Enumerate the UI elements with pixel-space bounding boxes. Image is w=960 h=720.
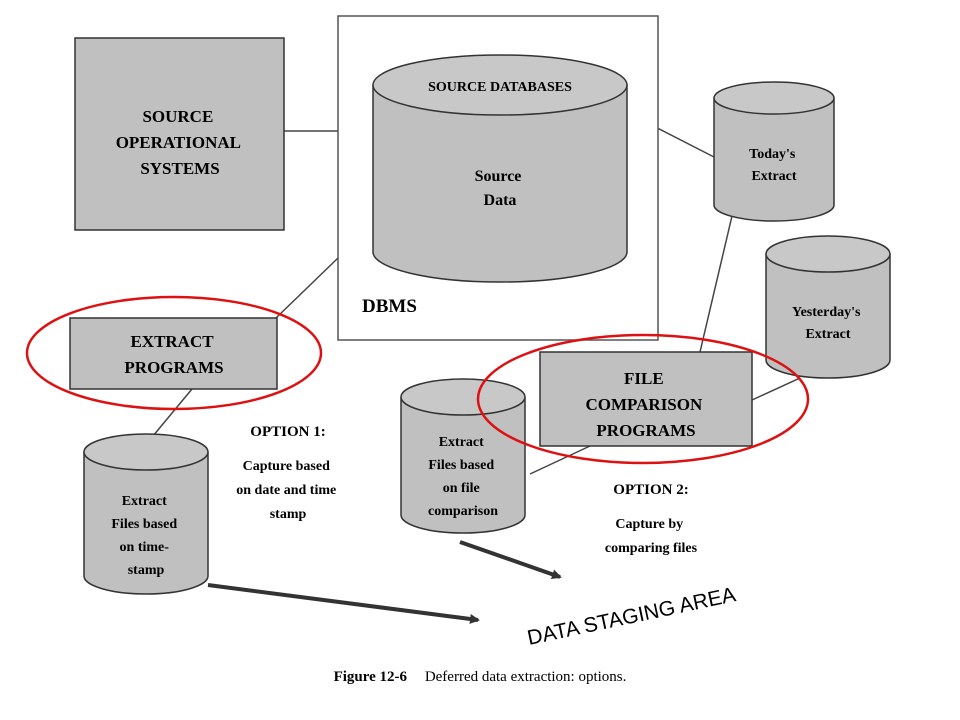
yesterdays-extract-cylinder: Yesterday's Extract xyxy=(765,235,891,379)
source-operational-line1: SOURCE xyxy=(142,107,213,126)
extract-files-ts-line3: on time- xyxy=(120,540,170,555)
highlight-file-comparison xyxy=(476,333,810,465)
option1: OPTION 1: Capture based on date and time… xyxy=(236,424,339,522)
option1-line3: stamp xyxy=(270,507,307,522)
source-operational-line2: OPERATIONAL xyxy=(116,133,241,152)
data-staging-area-label: DATA STAGING AREA xyxy=(525,583,738,650)
figure-caption: Figure 12-6 Deferred data extraction: op… xyxy=(334,669,627,685)
file-comparison-programs: FILE COMPARISON PROGRAMS xyxy=(539,351,753,447)
svg-text:Extract Files based: Extract Files based on file comparison xyxy=(428,435,498,519)
connector-filecomp-files xyxy=(529,445,591,475)
source-operational-line3: SYSTEMS xyxy=(140,159,219,178)
svg-text:Capture by comparing fil: Capture by comparing files xyxy=(605,517,698,556)
figure-caption-text: Deferred data extraction: options. xyxy=(425,669,627,685)
extract-files-fc-line4: comparison xyxy=(428,504,498,519)
connector-yesterdays-filecomp xyxy=(751,377,801,401)
highlight-extract-programs xyxy=(25,295,323,411)
connector-extract-programs-files xyxy=(147,388,193,443)
extract-files-ts-line2: Files based xyxy=(111,517,177,532)
svg-text:Extract Files based: Extract Files based on time- stamp xyxy=(111,494,180,578)
source-databases-cylinder: SOURCE DATABASES Source Data xyxy=(372,54,628,283)
connector-todays-filecomp xyxy=(699,215,733,353)
file-comparison-line1: FILE xyxy=(624,369,664,388)
extract-files-ts-line4: stamp xyxy=(128,563,165,578)
option2-title: OPTION 2: xyxy=(613,482,688,498)
yesterdays-extract-line2: Extract xyxy=(805,327,850,342)
svg-text:Today's Extract: Today's Extract xyxy=(749,147,799,184)
option1-line2: on date and time xyxy=(236,483,336,498)
extract-files-fc-line1: Extract xyxy=(439,435,484,450)
option2-line1: Capture by xyxy=(615,517,683,532)
extract-programs-line2: PROGRAMS xyxy=(124,358,223,377)
file-comparison-line3: PROGRAMS xyxy=(596,421,695,440)
svg-text:SOURCE OPERATIONAL: SOURCE OPERATIONAL SYSTEMS xyxy=(116,107,245,178)
svg-text:EXTRACT PROGRAMS: EXTRACT PROGRAMS xyxy=(124,332,223,377)
arrow-timestamp-to-staging xyxy=(207,583,480,624)
todays-extract-line1: Today's xyxy=(749,147,796,162)
extract-files-fc-line3: on file xyxy=(443,481,480,496)
source-operational-systems: SOURCE OPERATIONAL SYSTEMS xyxy=(74,37,285,231)
todays-extract-line2: Extract xyxy=(751,169,796,184)
arrow-comparison-to-staging xyxy=(459,540,562,580)
yesterdays-extract-line1: Yesterday's xyxy=(792,305,861,320)
file-comparison-line2: COMPARISON xyxy=(585,395,703,414)
extract-files-comparison-cylinder: Extract Files based on file comparison xyxy=(400,378,526,534)
todays-extract-cylinder: Today's Extract xyxy=(713,81,835,222)
svg-text:FILE COMPARISON PR: FILE COMPARISON PROGRAMS xyxy=(585,369,706,440)
option2: OPTION 2: Capture by comparing files xyxy=(605,482,698,556)
option2-line2: comparing files xyxy=(605,541,698,556)
connector-dbms-extract-programs xyxy=(275,257,339,319)
extract-programs-line1: EXTRACT xyxy=(130,332,214,351)
svg-text:Yesterday's Extract: Yesterday's Extract xyxy=(792,305,864,342)
source-data-line1: Source xyxy=(475,168,522,185)
svg-text:Capture based on date an: Capture based on date and time stamp xyxy=(236,459,339,522)
extract-files-timestamp-cylinder: Extract Files based on time- stamp xyxy=(83,433,209,595)
figure-caption-label: Figure 12-6 xyxy=(334,669,408,685)
dbms-label: DBMS xyxy=(362,296,417,317)
source-data-line2: Data xyxy=(484,192,517,209)
svg-text:Source Data: Source Data xyxy=(475,168,526,209)
option1-line1: Capture based xyxy=(243,459,330,474)
source-databases-label: SOURCE DATABASES xyxy=(428,80,572,95)
extract-files-ts-line1: Extract xyxy=(122,494,167,509)
option1-title: OPTION 1: xyxy=(250,424,325,440)
extract-programs: EXTRACT PROGRAMS xyxy=(69,317,278,390)
extract-files-fc-line2: Files based xyxy=(428,458,494,473)
